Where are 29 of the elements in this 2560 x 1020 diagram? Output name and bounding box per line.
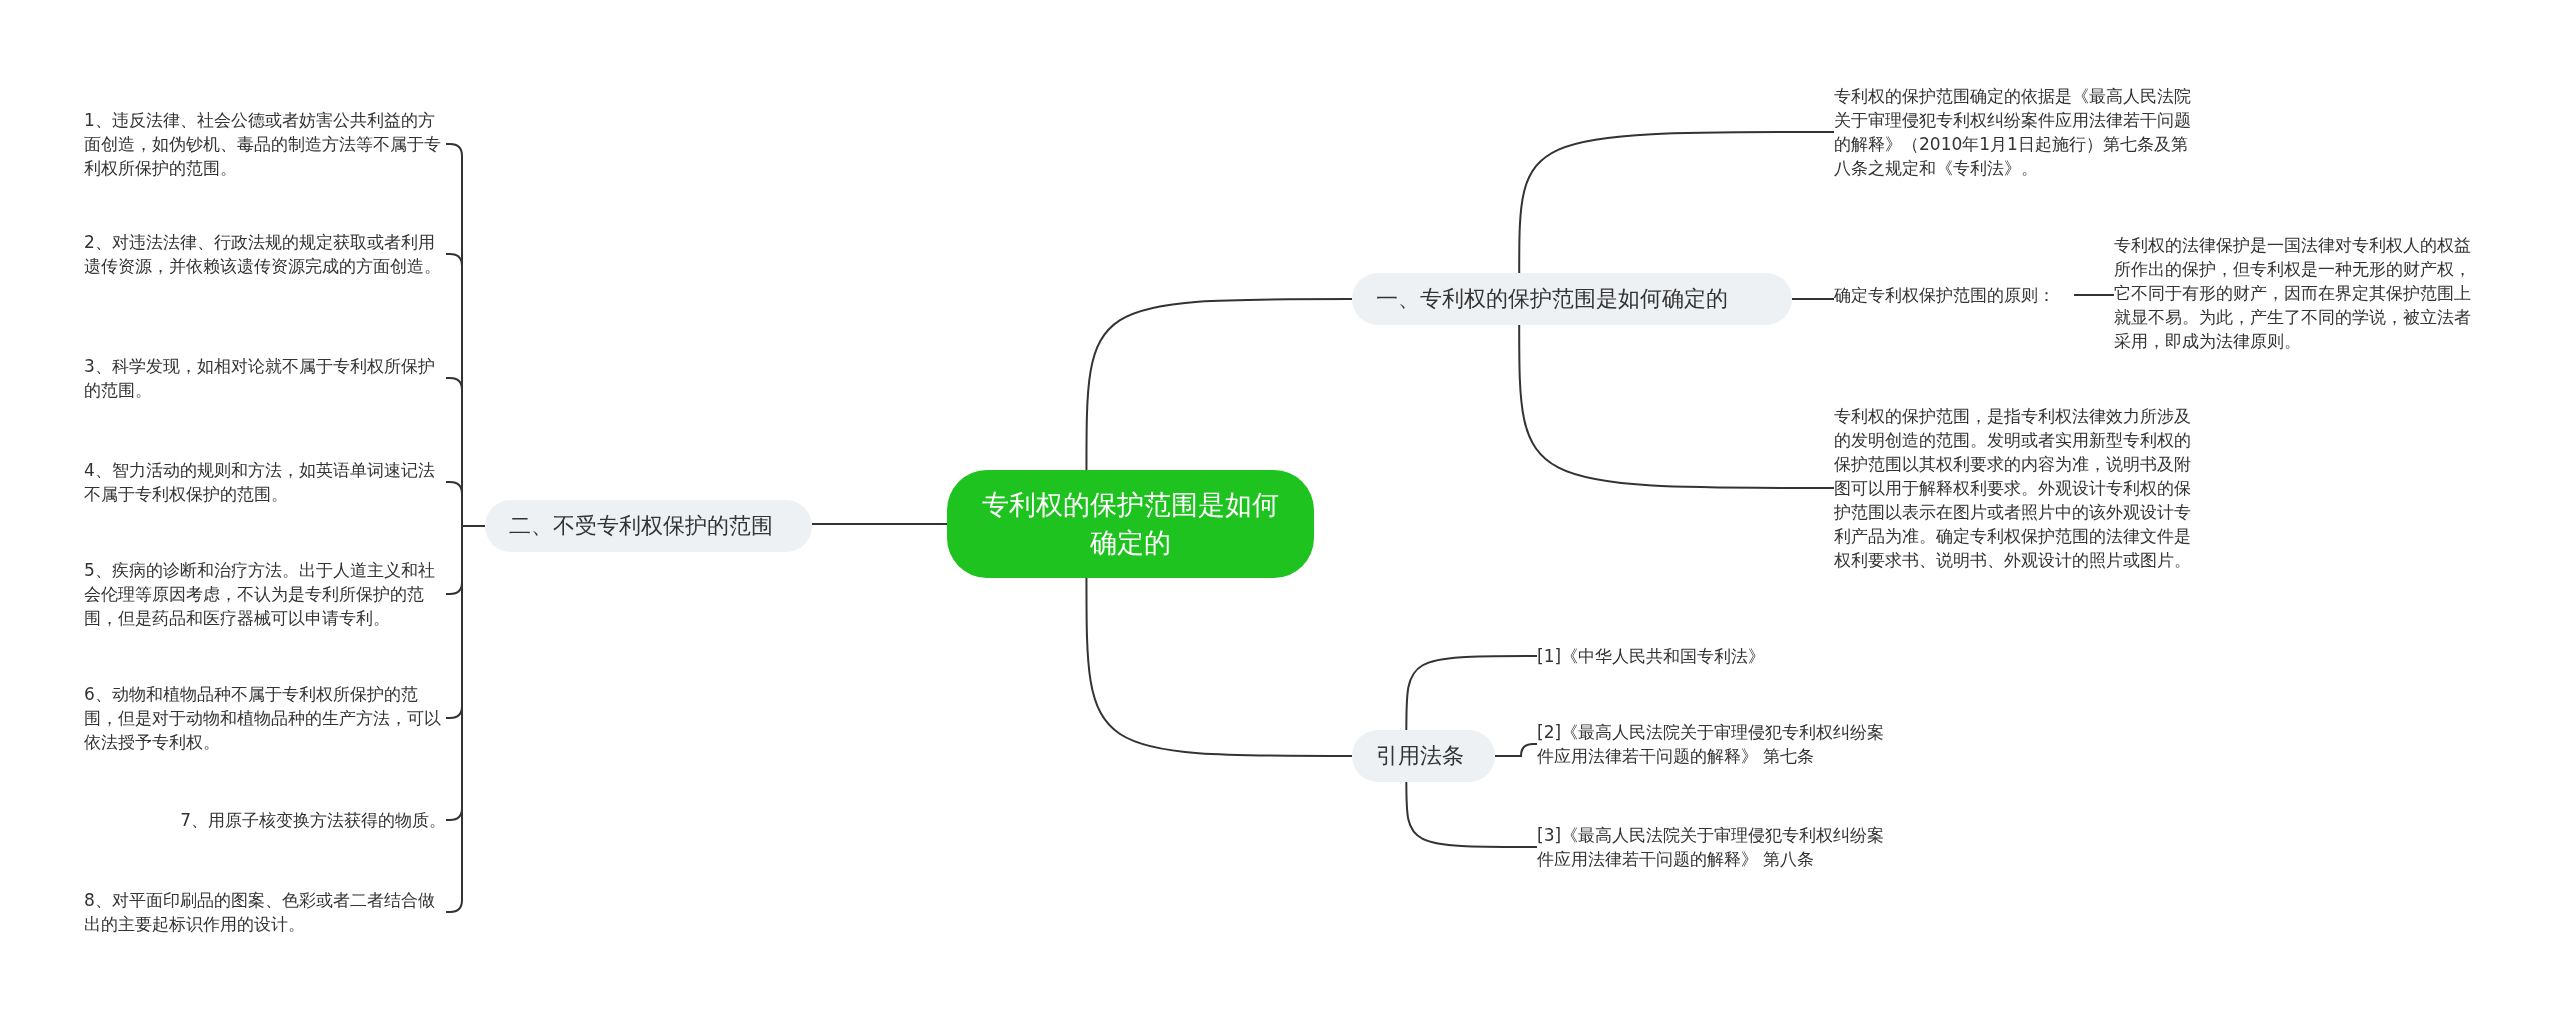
- connector-line: [2073, 294, 2115, 296]
- leaf-text: 6、动物和植物品种不属于专利权所保护的范围，但是对于动物和植物品种的生产方法，可以依法授予专利权。: [84, 682, 446, 754]
- leaf-text: 专利权的保护范围确定的依据是《最高人民法院关于审理侵犯专利权纠纷案件应用法律若干问题的解释》（2010年1月1日起施行）第七条及第八条之规定和《专利法》。: [1834, 84, 2204, 180]
- leaf-text: 确定专利权保护范围的原则：: [1834, 283, 2074, 307]
- connector-line: [1085, 577, 1353, 757]
- connector-line: [1791, 298, 1835, 300]
- leaf-text: 8、对平面印刷品的图案、色彩或者二者结合做出的主要起标识作用的设计。: [84, 888, 446, 936]
- leaf-text: [1]《中华人民共和国专利法》: [1537, 644, 1899, 668]
- leaf-text: 专利权的保护范围，是指专利权法律效力所涉及的发明创造的范围。发明或者实用新型专利权的保护范围以其权利要求的内容为准，说明书及附图可以用于解释权利要求。外观设计专利权的保护范围以表示在图片或者照片中的该外观设计专利产品为准。确定专利权保护范围的法律文件是权利要求书、说明书、外观设计的照片或图片。: [1834, 404, 2204, 572]
- leaf-text: [2]《最高人民法院关于审理侵犯专利权纠纷案件应用法律若干问题的解释》 第七条: [1537, 720, 1899, 768]
- leaf-text: 专利权的法律保护是一国法律对专利权人的权益所作出的保护，但专利权是一种无形的财产权，它不同于有形的财产，因而在界定其保护范围上就显不易。为此，产生了不同的学说，被立法者采用，即成为法律原则。: [2114, 233, 2476, 353]
- central-topic: 专利权的保护范围是如何确定的: [947, 470, 1314, 578]
- connector-line: [1518, 131, 1835, 274]
- connector-line: [1518, 324, 1835, 489]
- leaf-text: 5、疾病的诊断和治疗方法。出于人道主义和社会伦理等原因考虑，不认为是专利所保护的范围，但是药品和医疗器械可以申请专利。: [84, 558, 446, 630]
- leaf-text: [3]《最高人民法院关于审理侵犯专利权纠纷案件应用法律若干问题的解释》 第八条: [1537, 823, 1899, 871]
- leaf-text: 1、违反法律、社会公德或者妨害公共利益的方面创造，如伪钞机、毒品的制造方法等不属于专利权所保护的范围。: [84, 108, 446, 180]
- leaf-text: 4、智力活动的规则和方法，如英语单词速记法不属于专利权保护的范围。: [84, 458, 446, 506]
- connector-line: [1405, 655, 1538, 731]
- topic-pill: 二、不受专利权保护的范围: [485, 500, 812, 552]
- topic-pill: 引用法条: [1352, 730, 1495, 782]
- leaf-text: 7、用原子核变换方法获得的物质。: [84, 808, 446, 832]
- topic-pill: 一、专利权的保护范围是如何确定的: [1352, 273, 1792, 325]
- connector-line: [811, 523, 948, 525]
- leaf-text: 3、科学发现，如相对论就不属于专利权所保护的范围。: [84, 354, 446, 402]
- connector-line: [1085, 298, 1353, 471]
- connector-line: [1405, 781, 1538, 848]
- connector-line: [1494, 743, 1538, 757]
- leaf-text: 2、对违法法律、行政法规的规定获取或者利用遗传资源，并依赖该遗传资源完成的方面创造。: [84, 230, 446, 278]
